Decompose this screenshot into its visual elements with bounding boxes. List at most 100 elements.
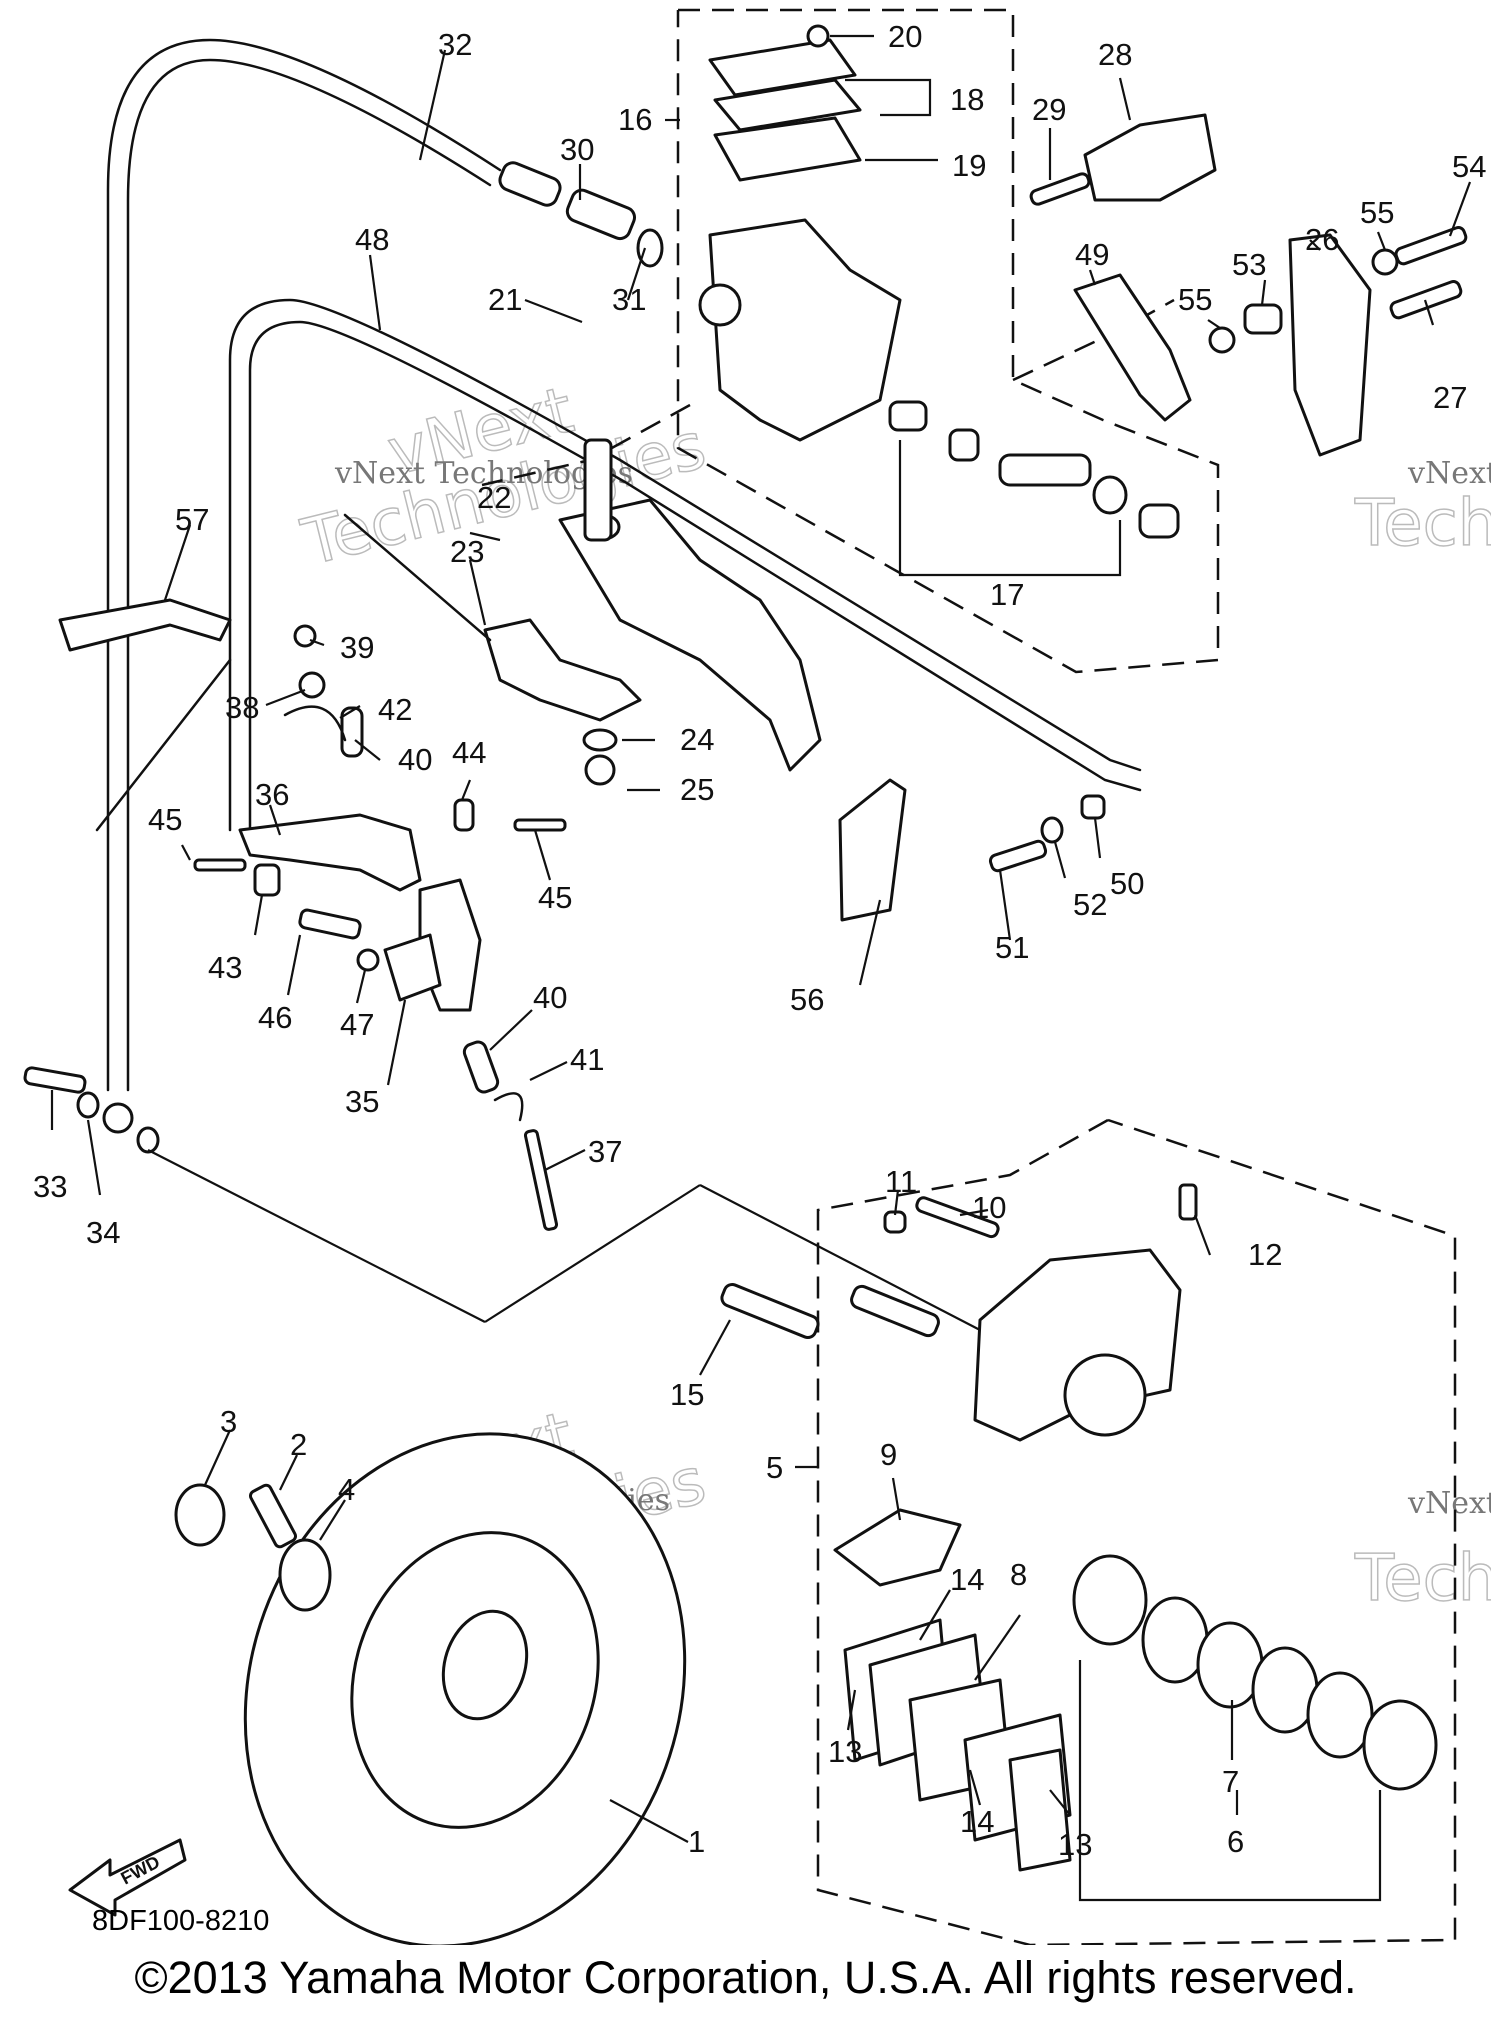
bolt-33 [23,1066,87,1094]
cotter-45a [193,858,247,872]
washer-55b [1371,248,1399,276]
callout-17: 17 [990,577,1024,612]
callout-15: 15 [670,1377,704,1412]
lever-housing-23 [483,618,642,722]
callout-44: 44 [452,735,486,770]
pin-10 [915,1196,1000,1239]
callout-57: 57 [175,502,209,537]
callout-20: 20 [888,19,922,54]
callout-25: 25 [680,772,714,807]
callout-33: 33 [33,1169,67,1204]
boot-17 [1138,503,1180,539]
pin-40b [462,1040,500,1094]
washer-31 [636,228,664,268]
reservoir-cap-16 [708,38,857,97]
washer-55a [1208,326,1236,354]
leader-lines [50,34,1472,1843]
brake-cable-48-inner [248,320,1142,832]
watermark-right-mid: vNext [1407,1486,1491,1521]
callout-8: 8 [1010,1557,1027,1592]
rod-37 [523,1129,559,1231]
callout-40: 40 [398,742,432,777]
cylinder-port [698,283,742,327]
screw-29 [1029,172,1091,206]
callout-39: 39 [340,630,374,665]
washer-34a [76,1091,100,1119]
callout-12: 12 [1248,1237,1282,1272]
brake-disc [243,1432,687,1945]
callout-14b: 14 [960,1804,994,1839]
adjuster-cable [95,658,232,832]
nut-25 [584,754,616,786]
banjo-hose-end [102,1102,134,1134]
diagram-code: 8DF100-8210 [92,1905,270,1937]
washer-4 [278,1538,332,1612]
callout-51: 51 [995,930,1029,965]
master-cylinder-outline [676,8,1220,674]
callout-49: 49 [1075,237,1109,272]
callout-11: 11 [885,1164,917,1199]
callout-45b: 45 [538,880,572,915]
diaphragm-plate-19 [713,116,862,182]
brake-hose-32-inner [126,58,492,1092]
piston-6b [1362,1699,1438,1791]
cam-35 [383,933,442,1002]
callout-14: 14 [950,1562,984,1597]
bolt-15 [720,1282,820,1340]
plate-56 [838,778,907,922]
callout-26: 26 [1305,222,1339,257]
callout-2: 2 [290,1427,307,1462]
callout-18: 18 [950,82,984,117]
spring-9 [833,1508,962,1587]
callout-46: 46 [258,1000,292,1035]
callout-13b: 13 [1058,1827,1092,1862]
callout-1: 1 [688,1824,705,1859]
spring-42 [283,705,347,742]
callout-24: 24 [680,722,714,757]
bushing-53 [1243,303,1283,335]
bolt-51 [988,839,1048,873]
lever-cable [343,513,492,642]
bolt-27 [1389,280,1463,320]
cotter-45b [513,818,567,832]
banjo-fittings [498,161,664,268]
spring-17 [888,400,928,432]
callout-38: 38 [225,690,259,725]
callout-5: 5 [766,1450,783,1485]
caliper-piston-bore [1063,1353,1147,1437]
pad-13b [1008,1748,1072,1872]
nut-39 [293,624,317,648]
pin-43 [253,863,281,897]
bolt-54 [1394,226,1468,266]
cables [95,38,1142,1092]
kit-17-bracket [898,440,1122,577]
piston-kit-17 [888,400,1180,539]
hub-parts [174,1483,332,1612]
washer-52 [1040,816,1064,844]
pedal-assembly [1073,226,1468,457]
callout-41: 41 [570,1042,604,1077]
callout-42: 42 [378,692,412,727]
copyright-notice: ©2013 Yamaha Motor Corporation, U.S.A. A… [134,1952,1357,2003]
callout-30: 30 [560,132,594,167]
callout-36: 36 [255,777,289,812]
callout-37: 37 [588,1134,622,1169]
fitting-30 [565,188,637,241]
clamp-57 [58,598,232,652]
callout-10: 10 [972,1190,1006,1225]
master-cylinder [698,24,1180,577]
bolt-15b [850,1284,940,1338]
callout-4: 4 [338,1472,355,1507]
disc-center [441,1609,529,1721]
callout-19: 19 [952,148,986,183]
callout-50: 50 [1110,866,1144,901]
washer-34b [136,1126,160,1154]
callout-48: 48 [355,222,389,257]
fwd-arrow-icon: FWD [68,1838,187,1917]
parking-assembly [193,624,567,1231]
callout-23: 23 [450,534,484,569]
brake-cable-48 [228,298,1142,832]
pedal-49 [1073,273,1192,422]
bolt-46 [298,908,362,940]
spring-41 [493,1092,524,1122]
